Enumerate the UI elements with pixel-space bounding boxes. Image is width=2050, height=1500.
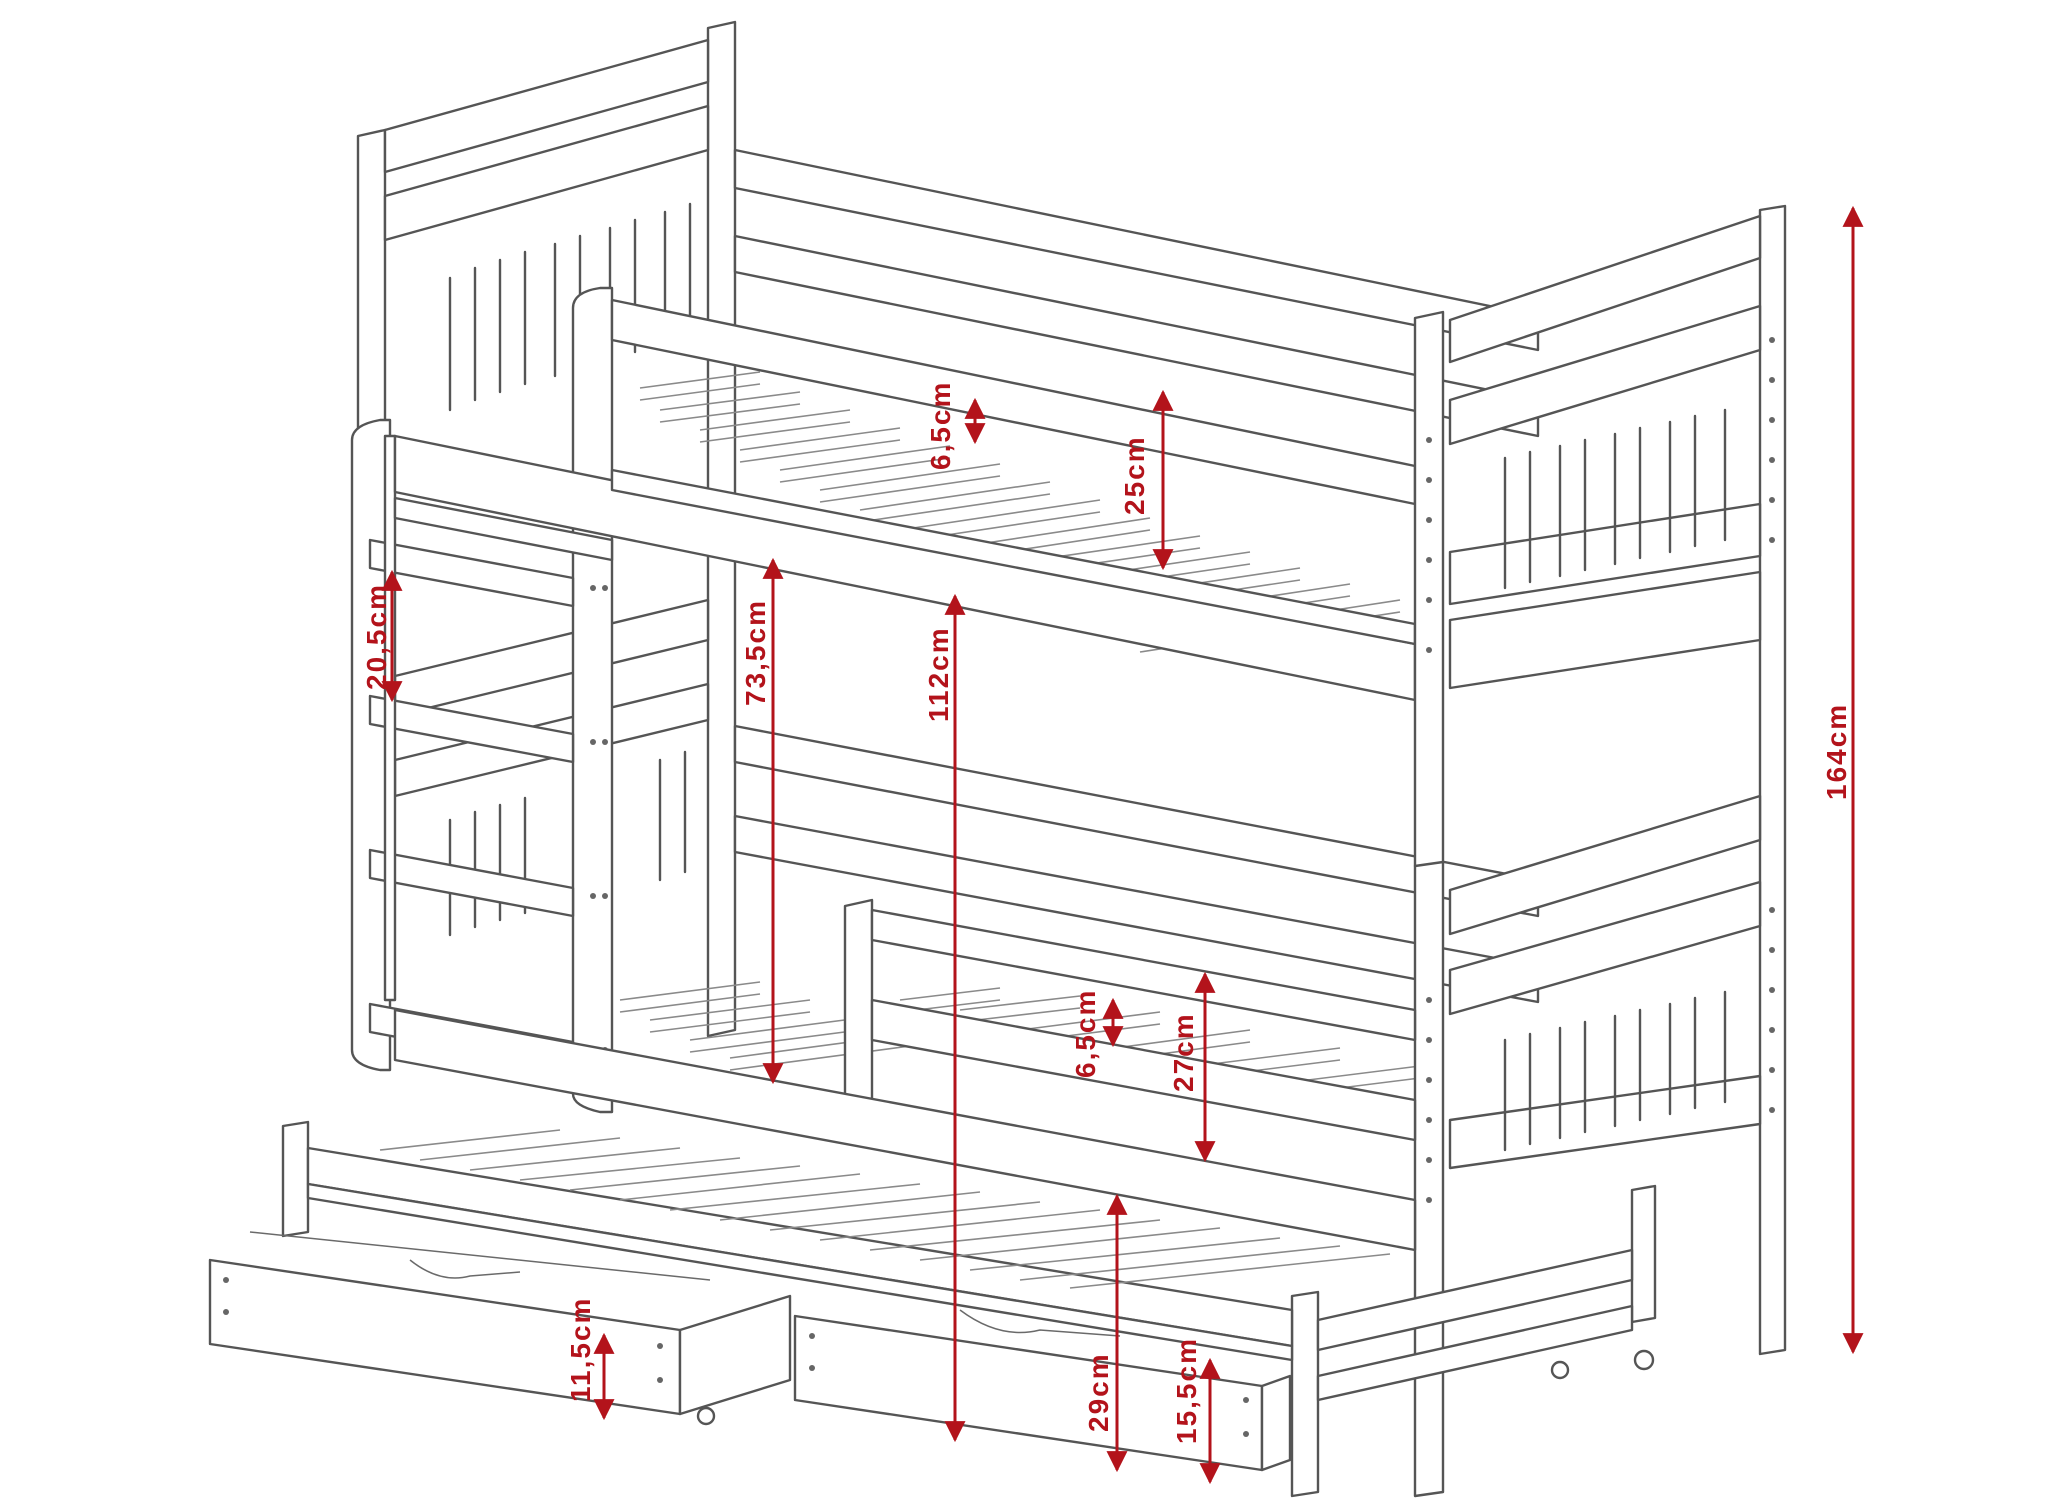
top-bunk-front xyxy=(383,298,1417,1002)
right-foot-end xyxy=(1448,204,1787,1356)
drawers xyxy=(208,1231,1292,1472)
dim-bottom-slat-gap: 6,5cm xyxy=(1070,989,1101,1078)
dim-total-height: 164cm xyxy=(1821,703,1852,800)
dim-top-guard-height: 25cm xyxy=(1119,435,1150,515)
dim-bunk-clearance: 73,5cm xyxy=(740,599,771,706)
dim-drawer-height: 11,5cm xyxy=(565,1297,596,1402)
dim-ladder-rung-spacing: 20,5cm xyxy=(361,583,392,690)
dim-bottom-guard-height: 27cm xyxy=(1168,1012,1199,1092)
dim-top-bunk-height: 112cm xyxy=(923,626,954,722)
dim-top-slat-gap: 6,5cm xyxy=(925,381,956,470)
dimension-annotations: 6,5cm 25cm 20,5cm 73,5cm 112cm 164cm 6,5… xyxy=(361,205,1864,1485)
back-rails xyxy=(733,148,1540,1004)
dim-trundle-height: 29cm xyxy=(1083,1352,1114,1432)
dim-trundle-clearance: 15,5cm xyxy=(1171,1337,1202,1444)
bottom-bunk-guard xyxy=(393,898,1417,1252)
